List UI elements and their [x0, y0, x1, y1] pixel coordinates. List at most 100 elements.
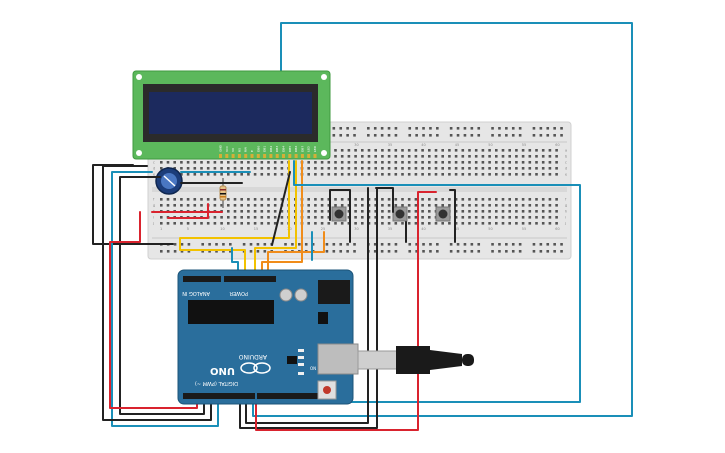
breadboard-hole	[247, 222, 250, 225]
usb-cable[interactable]	[357, 346, 474, 374]
wire-blue-lcd-left[interactable]	[111, 171, 219, 427]
reset-button-cap[interactable]	[323, 386, 331, 394]
wire-black-lcd-left[interactable]	[102, 165, 212, 421]
wire-blue-arduino-up[interactable]	[231, 247, 239, 273]
lcd-pin-label: DB5	[288, 146, 292, 152]
breadboard-hole	[347, 161, 351, 164]
breadboard-hole	[327, 210, 331, 213]
breadboard-hole	[340, 149, 344, 152]
breadboard-hole	[495, 155, 498, 158]
breadboard-hole	[334, 167, 337, 170]
breadboard-hole	[380, 134, 384, 137]
breadboard-hole	[515, 161, 518, 164]
breadboard-hole	[428, 173, 431, 176]
breadboard-hole	[448, 149, 451, 152]
breadboard-hole	[548, 173, 552, 176]
breadboard-hole	[327, 216, 331, 219]
breadboard-hole	[434, 161, 438, 164]
breadboard-column-numbers: 1155101015152020252530303535404045455050…	[160, 143, 560, 231]
wire-orange-1[interactable]	[261, 160, 303, 273]
breadboard-hole	[354, 222, 357, 225]
breadboard-hole	[173, 204, 176, 207]
wire-red-pot[interactable]	[167, 203, 209, 219]
push-button-1[interactable]	[331, 206, 347, 222]
breadboard-hole	[374, 210, 377, 213]
wire-red-button-3[interactable]	[255, 191, 437, 431]
breadboard-row-letter: j	[564, 222, 566, 226]
breadboard-hole	[528, 155, 532, 158]
breadboard-hole	[528, 216, 532, 219]
breadboard-hole	[320, 204, 324, 207]
wire-blue-top-loop[interactable]	[252, 22, 633, 417]
breadboard-hole	[429, 250, 432, 253]
breadboard-hole	[304, 243, 308, 246]
wire-black-left-2[interactable]	[119, 176, 205, 415]
breadboard-hole	[307, 216, 310, 219]
breadboard-hole	[505, 250, 508, 253]
breadboard-hole	[474, 167, 478, 170]
wires[interactable]	[92, 160, 581, 431]
breadboard-hole	[380, 243, 384, 246]
breadboard-hole	[240, 204, 243, 207]
breadboard-hole	[347, 216, 351, 219]
breadboard-hole	[311, 243, 315, 246]
breadboard-hole	[247, 204, 250, 207]
wire-black-button-3[interactable]	[449, 189, 456, 243]
push-button-2[interactable]	[392, 206, 408, 222]
breadboard-hole	[394, 204, 398, 207]
wire-yellow-2[interactable]	[254, 160, 297, 271]
breadboard-hole	[528, 161, 532, 164]
arduino-uno[interactable]: ARDUINO UNO DIGITAL (PWM ~) POWER ANALOG…	[177, 269, 359, 405]
breadboard-hole	[346, 127, 349, 130]
breadboard-hole	[327, 198, 331, 201]
breadboard-hole	[314, 167, 317, 170]
breadboard-hole	[220, 161, 223, 164]
breadboard-hole	[501, 167, 505, 170]
breadboard-hole	[186, 204, 190, 207]
wire-black-button-2a[interactable]	[245, 187, 369, 424]
breadboard-hole	[434, 198, 438, 201]
breadboard-hole	[256, 243, 260, 246]
breadboard-hole	[340, 204, 344, 207]
potentiometer[interactable]	[155, 167, 183, 195]
breadboard-hole	[535, 173, 538, 176]
breadboard-hole	[387, 173, 391, 176]
breadboard-hole	[448, 155, 451, 158]
breadboard-hole	[463, 127, 467, 130]
breadboard-hole	[173, 161, 176, 164]
wire-yellow-1[interactable]	[179, 160, 290, 271]
breadboard-hole	[521, 155, 525, 158]
breadboard-hole	[401, 155, 404, 158]
lcd-mount-hole	[136, 74, 142, 80]
breadboard-hole	[227, 222, 230, 225]
breadboard-hole	[515, 173, 518, 176]
breadboard-hole	[193, 204, 197, 207]
breadboard-column-number: 55	[522, 143, 526, 147]
lcd-pin-label: RW	[244, 147, 248, 152]
wire-black-button-2c[interactable]	[239, 187, 378, 429]
breadboard-hole	[394, 167, 398, 170]
breadboard-hole	[468, 173, 471, 176]
resistor-band	[220, 189, 226, 191]
breadboard-hole	[414, 155, 418, 158]
breadboard-hole	[495, 149, 498, 152]
breadboard-hole	[454, 216, 458, 219]
wire-black-button-1[interactable]	[329, 189, 351, 243]
breadboard-hole	[560, 127, 563, 130]
push-button-3[interactable]	[435, 206, 451, 222]
breadboard-hole	[454, 222, 458, 225]
breadboard-hole	[461, 210, 465, 213]
breadboard-hole	[441, 198, 444, 201]
wire-black-diagonal[interactable]	[271, 171, 291, 246]
breadboard-hole	[501, 222, 505, 225]
breadboard-hole	[373, 127, 377, 130]
wire-red-left[interactable]	[109, 211, 198, 409]
breadboard-hole	[441, 204, 444, 207]
breadboard-row-letter: i	[153, 216, 154, 220]
breadboard-hole	[334, 222, 337, 225]
breadboard-hole	[454, 155, 458, 158]
wire-orange-2[interactable]	[267, 231, 325, 273]
wire-black-button-2b[interactable]	[375, 187, 394, 213]
